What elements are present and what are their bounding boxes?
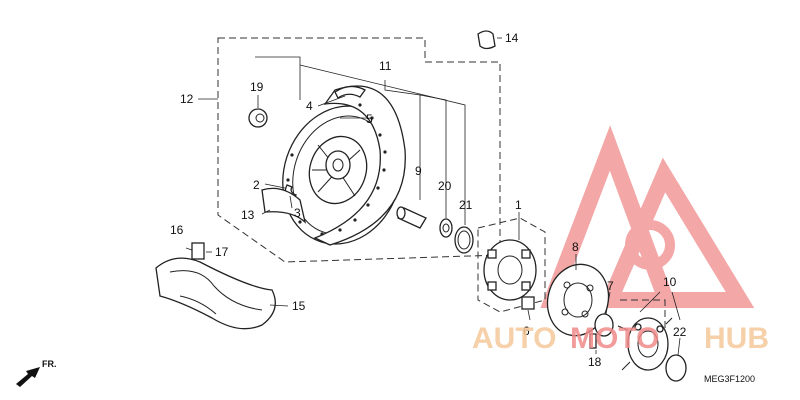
assembly-outline-22 xyxy=(620,299,666,345)
assembly-outline-12 xyxy=(217,37,501,263)
wheel-damper xyxy=(483,239,537,301)
callout-21: 21 xyxy=(459,198,473,212)
direction-label: FR. xyxy=(42,359,57,369)
leader-lines xyxy=(185,37,681,356)
front-direction-marker: FR. xyxy=(16,359,57,387)
callout-1: 1 xyxy=(515,198,522,212)
o-ring-21 xyxy=(454,226,474,254)
callout-11: 11 xyxy=(379,59,392,73)
assembly-outline-1 xyxy=(477,217,546,313)
callout-20: 20 xyxy=(438,179,452,193)
callout-2: 2 xyxy=(253,178,260,192)
callout-17: 17 xyxy=(215,245,229,259)
balance-weight-upper xyxy=(334,85,366,99)
distance-collar xyxy=(396,206,427,229)
rim-band xyxy=(261,187,307,224)
callout-22: 22 xyxy=(673,325,687,339)
callout-12: 12 xyxy=(180,92,194,106)
watermark-text: AUTO MOTO HUB xyxy=(472,322,769,355)
final-driven-hub xyxy=(617,317,677,371)
callout-15: 15 xyxy=(292,299,306,313)
callout-9: 9 xyxy=(415,164,422,178)
valve-cap xyxy=(477,30,496,50)
o-ring-22 xyxy=(665,354,687,382)
callout-14: 14 xyxy=(505,31,519,45)
callout-18: 18 xyxy=(588,355,602,369)
svg-text:HUB: HUB xyxy=(704,322,769,355)
bearing-20 xyxy=(439,218,453,238)
callout-13: 13 xyxy=(241,208,255,222)
callout-16: 16 xyxy=(170,223,184,237)
callout-7: 7 xyxy=(607,279,614,293)
callout-6: 6 xyxy=(523,324,530,338)
callout-19: 19 xyxy=(250,80,264,94)
washer-7 xyxy=(594,313,614,337)
mudguard-clip xyxy=(191,242,205,260)
rear-mudguard xyxy=(155,257,276,330)
bolt-18 xyxy=(589,333,597,349)
bearing-19 xyxy=(248,108,268,128)
callout-5: 5 xyxy=(366,112,373,126)
damper-rubber-6 xyxy=(521,296,535,310)
diagram-code: MEG3F1200 xyxy=(704,374,755,384)
callout-4: 4 xyxy=(306,99,313,113)
arrow-icon xyxy=(16,367,40,387)
svg-text:MOTO: MOTO xyxy=(570,322,659,355)
callout-3: 3 xyxy=(294,206,301,220)
wheel-hub xyxy=(308,135,368,205)
callout-8: 8 xyxy=(572,240,579,254)
svg-text:AUTO: AUTO xyxy=(472,322,556,355)
callout-10: 10 xyxy=(663,275,677,289)
